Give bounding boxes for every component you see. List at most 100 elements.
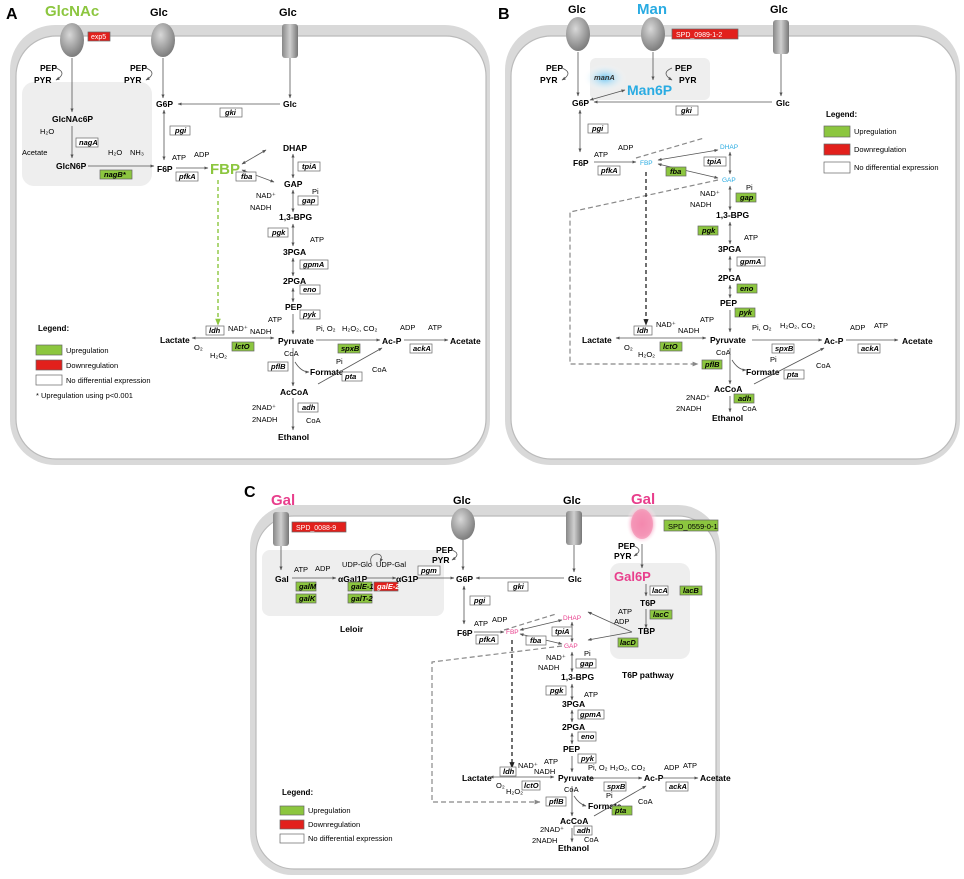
arrow [451,549,458,561]
gene-lacb: lacB [683,586,699,595]
cofactor: 2NAD⁺ [686,393,710,402]
legend-swatch-up [35,344,63,356]
gene-ldh: ldh [637,326,649,335]
arrow [145,67,153,81]
gene-pflb: pflB [704,360,720,369]
metabolite: PEP [40,63,57,73]
metabolite: PYR [124,75,141,85]
svg-text:Downregulation: Downregulation [66,361,118,370]
gene-box-none [545,796,567,807]
legend: Legend: Upregulation Downregulation No d… [35,324,151,400]
cofactor: NAD⁺ [700,189,720,198]
gene-lcto: lctO [663,342,678,351]
cofactor: ATP [310,235,324,244]
gene-gki: gki [680,106,693,115]
gene-box-none [573,825,593,836]
svg-text:Legend:: Legend: [38,324,69,333]
gene-adh: adh [302,403,316,412]
transporter-oval-icon [566,17,590,51]
gene-box-none [551,626,573,637]
gene-tpia: tpiA [555,627,570,636]
region-label: T6P pathway [622,670,674,680]
metabolite: Ac-P [824,336,844,346]
svg-text:Downregulation: Downregulation [308,820,360,829]
gene-gki: gki [512,582,525,591]
arrow [317,347,383,385]
gene-box-up [347,581,373,592]
gene-naga: nagA [79,138,98,147]
gene-box-none [297,161,321,172]
cofactor: Pi [336,357,343,366]
gene-box-none [219,107,243,118]
gene-eno: eno [303,285,317,294]
metabolite: PEP [563,744,580,754]
metabolite: F6P [457,628,473,638]
gene-box-down [373,581,399,592]
gene-box-none [521,780,541,791]
arrow [587,611,633,633]
gene-box-none [507,581,529,592]
metabolite: G6P [456,574,473,584]
cofactor: NADH [538,663,559,672]
metabolite: αG1P [396,574,419,584]
gene-box-none [525,635,547,646]
metabolite: Ethanol [558,843,589,853]
metabolite: Acetate [450,336,481,346]
gene-box-none [409,343,433,354]
transporter-oval-icon [631,509,653,539]
metabolite: G6P [156,99,173,109]
gene-box-none [633,325,653,336]
metabolite: PEP [675,63,692,73]
gene-box-none [299,284,321,295]
gene-pflb: pflB [548,797,564,806]
gene-spxb: spxB [341,344,360,353]
gene-box-up [649,609,673,620]
metabolite: Pyruvate [710,335,746,345]
gene-acka: ackA [413,344,431,353]
gene-box-none [297,402,319,413]
gene-box-up [697,225,719,236]
gene-box-none [649,585,669,596]
cofactor: H₂O₂ [638,350,655,359]
metabolite: AcCoA [560,816,588,826]
cofactor: H₂O₂, CO₂ [342,324,377,333]
cofactor: NADH [250,203,271,212]
gene-pta: pta [786,370,798,379]
svg-text:* Upregulation using p<0.001: * Upregulation using p<0.001 [36,391,133,400]
gene-nagb: nagB* [104,170,127,179]
gene-pfka: pfkA [178,172,196,181]
cofactor: Pi [606,791,613,800]
metabolite: TBP [638,626,655,636]
cofactor: ADP [194,150,209,159]
metabolite: GAP [722,177,736,184]
cofactor: Pi [584,649,591,658]
legend-swatch-down [35,359,63,371]
cofactor: H₂O [108,148,122,157]
cofactor: NADH [678,326,699,335]
gene-box-none [267,361,289,372]
gene-pgm: pgm [420,566,437,575]
gene-box-none [341,371,363,382]
metabolite: Lactate [462,773,492,783]
metabolite: PEP [130,63,147,73]
metabolite: αGal1P [338,574,368,584]
cofactor: Pi [770,355,777,364]
arrow [370,553,384,567]
legend: Legend: Upregulation Downregulation No d… [823,110,939,174]
feedback-arrow [431,645,563,805]
gene-box-up [231,341,255,352]
gene-adh: adh [738,394,752,403]
region-label: Leloir [340,624,364,634]
cofactor: NAD⁺ [256,191,276,200]
metabolite: 1,3-BPG [561,672,594,682]
gene-box-up [733,393,755,404]
gene-box-none [857,343,881,354]
cofactor: NAD⁺ [518,761,538,770]
panel-a: A GlcNAc exp5 Glc Glc PEP PYR PEP PYR Gl… [6,3,490,465]
gene-eno: eno [740,284,754,293]
arrow [55,67,63,81]
arrow [573,795,587,807]
cofactor: CoA [816,361,831,370]
gene-fba: fba [241,172,252,181]
gene-box-down [87,31,111,42]
